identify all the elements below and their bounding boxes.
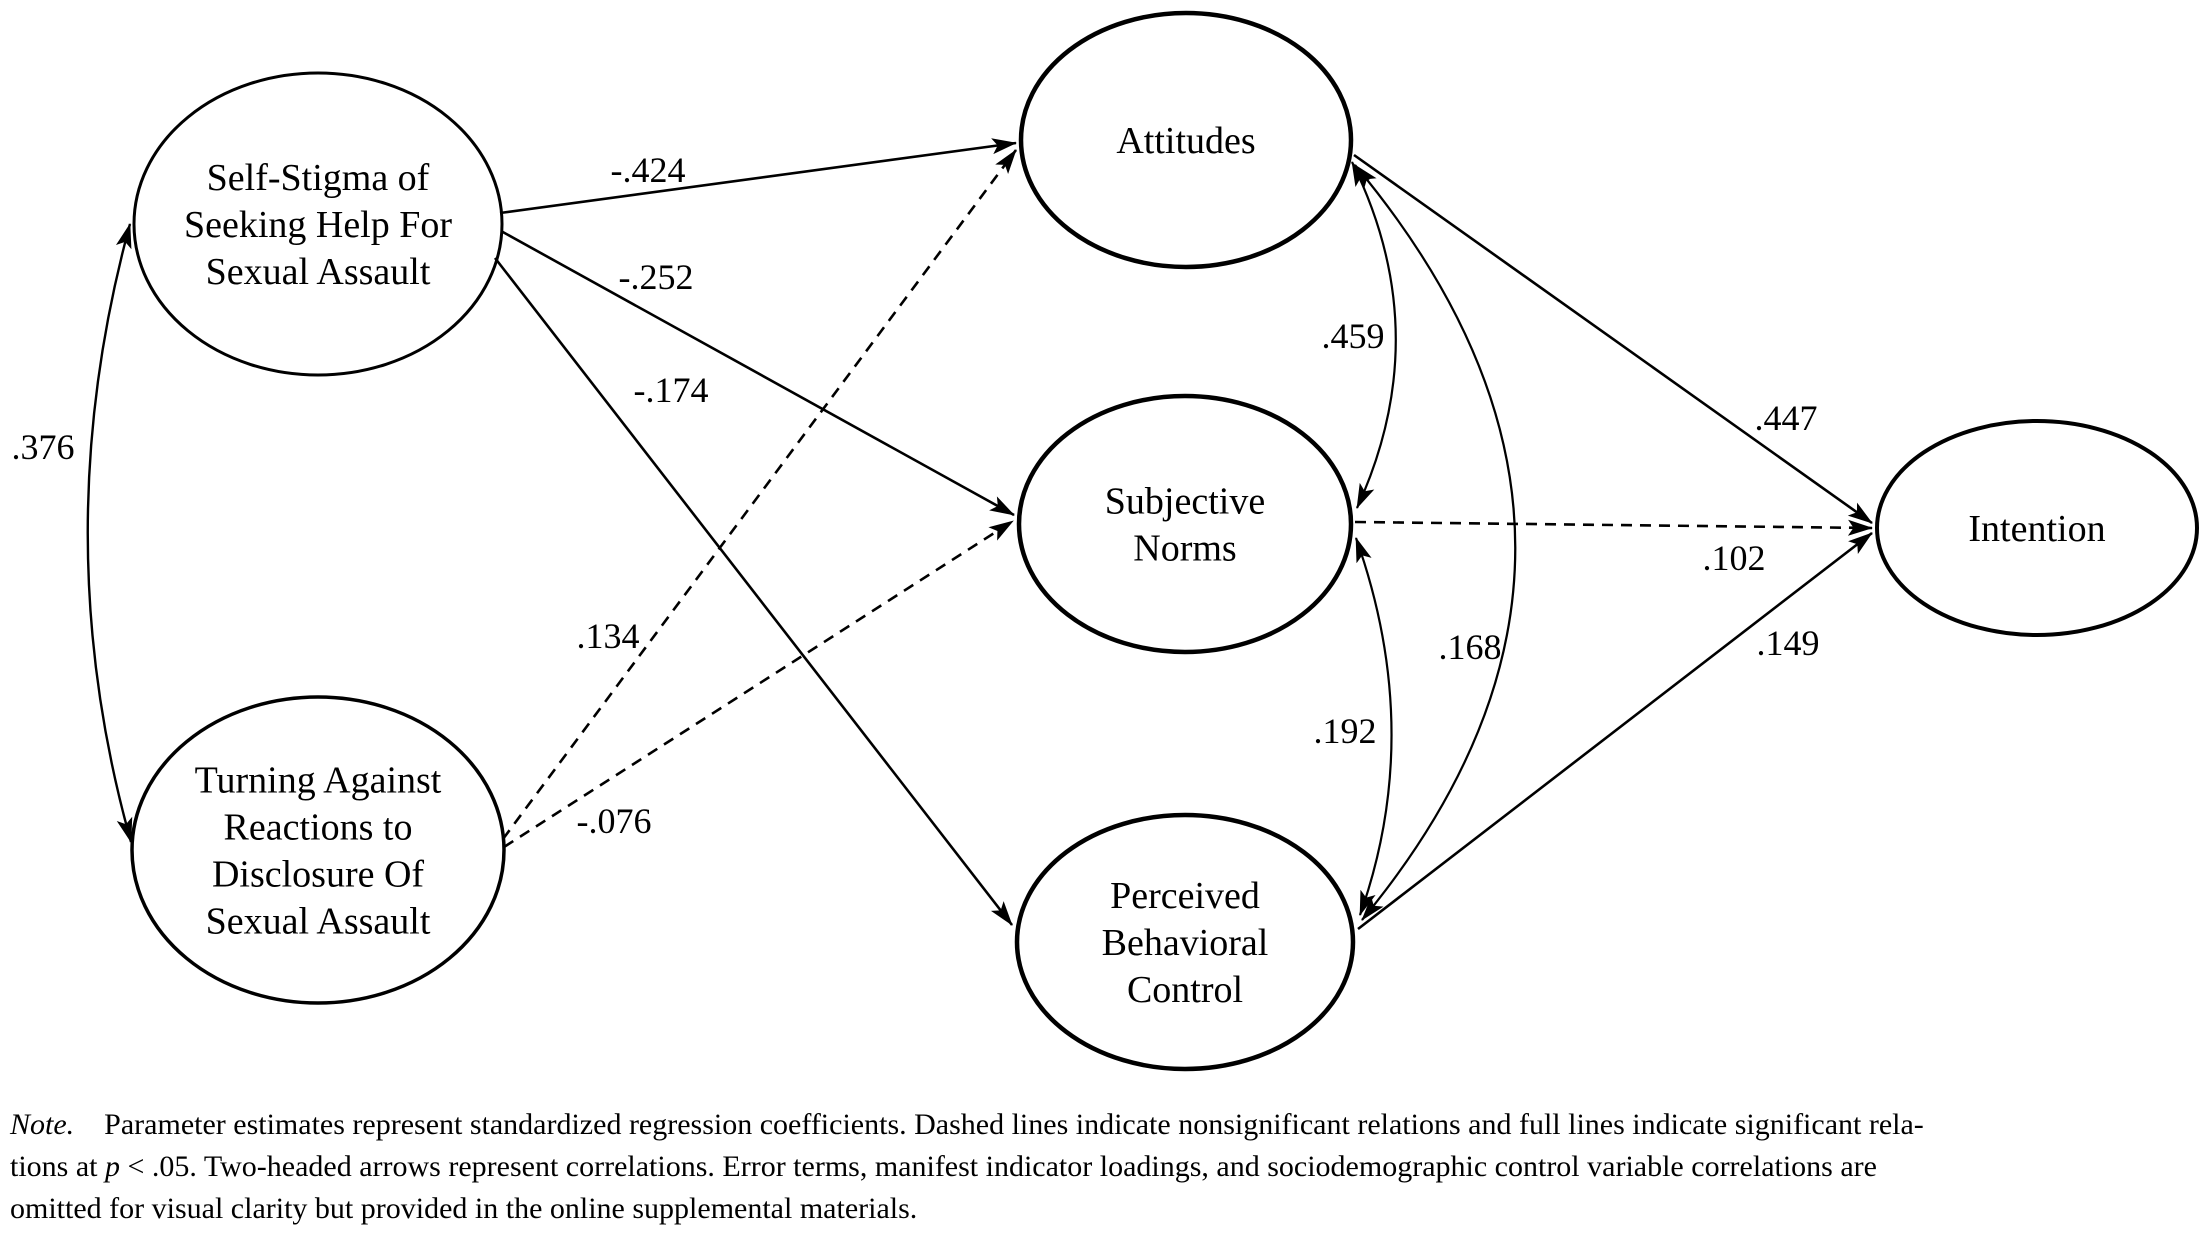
note-italic-segment: p (105, 1150, 120, 1183)
node-ellipse-turning-against (130, 695, 506, 1005)
note-text-segment: tions at (10, 1150, 105, 1183)
node-label-attitudes: Attitudes (1116, 120, 1255, 162)
path-arrow-ss-sn (500, 229, 1015, 517)
node-ellipse-perceived-behavioral-control (1014, 812, 1356, 1072)
path-arrow-ta-attitudes (501, 149, 1018, 840)
note-line-3: omitted for visual clarity but provided … (10, 1188, 2200, 1230)
node-label-intention: Intention (1968, 508, 2105, 550)
coefficient-label-ss-attitudes: -.424 (611, 150, 686, 190)
coefficient-label-ss-sn: -.252 (619, 257, 694, 297)
node-ellipse-subjective-norms (1016, 393, 1354, 655)
figure-note: Note. Parameter estimates represent stan… (10, 1104, 2200, 1230)
edge-labels-layer: .376 -.424 -.252 -.174 .134 -.076 .459 .168 .192… (12, 150, 1820, 841)
coefficient-label-corr-att-pbc: .168 (1439, 627, 1502, 667)
note-text-segment: Parameter estimates represent standardiz… (74, 1108, 1924, 1141)
coefficient-label-ta-sn: -.076 (577, 801, 652, 841)
correlation-arrow-corr-sn-pbc (1354, 537, 1393, 916)
note-line-1: Note. Parameter estimates represent stan… (10, 1104, 2200, 1146)
correlation-arrow-corr-att-pbc (1354, 164, 1517, 921)
coefficient-label-sn-intention: .102 (1703, 538, 1766, 578)
coefficient-label-corr-att-sn: .459 (1322, 316, 1385, 356)
path-arrow-att-intention (1353, 153, 1873, 525)
note-text-segment: omitted for visual clarity but provided … (10, 1192, 918, 1225)
coefficient-label-corr-sn-pbc: .192 (1314, 711, 1377, 751)
coefficient-label-ta-attitudes: .134 (577, 616, 640, 656)
path-arrow-ta-sn (503, 519, 1014, 849)
node-ellipse-intention (1875, 419, 2199, 637)
edges-layer (86, 138, 1873, 931)
path-arrow-ss-attitudes (499, 138, 1017, 215)
path-arrow-pbc-intention (1357, 531, 1873, 931)
coefficient-label-corr-ss-ta: .376 (12, 427, 75, 467)
note-line-2: tions at p < .05. Two-headed arrows repr… (10, 1146, 2200, 1188)
path-arrow-sn-intention (1354, 519, 1873, 536)
node-ellipse-attitudes (1018, 10, 1354, 270)
path-arrow-ss-pbc (493, 257, 1014, 926)
node-ellipse-self-stigma (132, 71, 504, 377)
coefficient-label-ss-pbc: -.174 (634, 370, 709, 410)
note-text-segment: < .05. Two-headed arrows represent corre… (120, 1150, 1877, 1183)
note-italic-segment: Note. (10, 1108, 75, 1141)
coefficient-label-att-intention: .447 (1755, 398, 1818, 438)
coefficient-label-pbc-intention: .149 (1757, 623, 1820, 663)
correlation-arrow-corr-ss-ta (86, 223, 133, 843)
